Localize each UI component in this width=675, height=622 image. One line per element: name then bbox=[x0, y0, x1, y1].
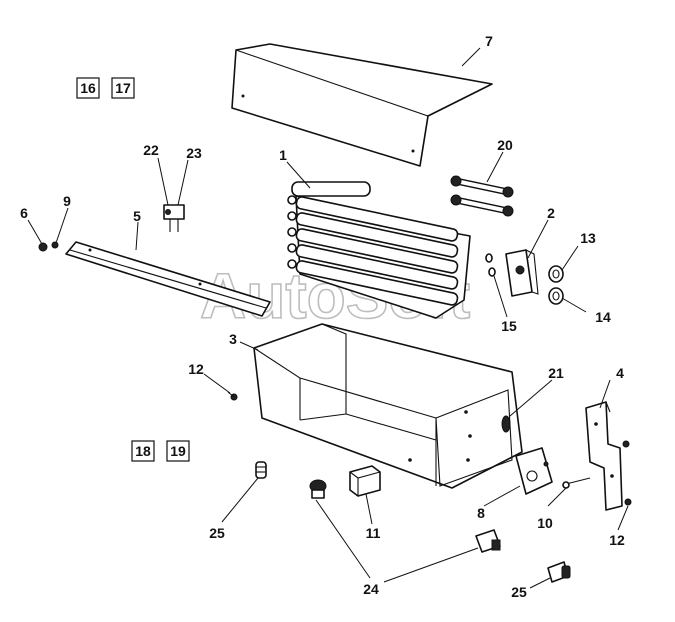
part-14-fitting bbox=[548, 287, 564, 305]
part-2-expansion-valve bbox=[505, 249, 539, 297]
callout-7: 7 bbox=[485, 33, 493, 49]
part-1-evaporator-coil bbox=[287, 181, 471, 319]
part-8-motor-bracket bbox=[515, 447, 553, 495]
part-15-o-rings bbox=[485, 253, 496, 277]
page-ref-box-17: 17 bbox=[111, 77, 135, 99]
part-25-drain-plug-left bbox=[255, 461, 267, 479]
callout-20: 20 bbox=[497, 137, 513, 153]
part-21-connector bbox=[501, 415, 511, 433]
part-12-screw-right bbox=[622, 440, 632, 506]
callout-8: 8 bbox=[477, 505, 485, 521]
page-ref-box-19: 19 bbox=[166, 440, 190, 462]
part-13-fitting bbox=[548, 265, 564, 283]
callout-9: 9 bbox=[63, 193, 71, 209]
page-ref-19: 19 bbox=[170, 443, 186, 459]
part-24-fitting-left bbox=[309, 479, 327, 499]
part-6-nut bbox=[38, 242, 48, 252]
callout-14: 14 bbox=[595, 309, 611, 325]
callout-3: 3 bbox=[229, 331, 237, 347]
page-ref-17: 17 bbox=[115, 80, 131, 96]
callout-12-right: 12 bbox=[609, 532, 625, 548]
callout-24: 24 bbox=[363, 581, 379, 597]
part-9-washer bbox=[51, 241, 59, 249]
part-4-bracket bbox=[585, 401, 623, 511]
part-3-housing bbox=[253, 323, 523, 489]
part-24-fitting-right bbox=[475, 529, 501, 553]
callout-21: 21 bbox=[548, 365, 564, 381]
callout-4: 4 bbox=[616, 365, 624, 381]
page-ref-18: 18 bbox=[135, 443, 151, 459]
callout-12-left: 12 bbox=[188, 361, 204, 377]
callout-2: 2 bbox=[547, 205, 555, 221]
part-11-relay bbox=[349, 465, 381, 497]
page-ref-box-16: 16 bbox=[76, 77, 100, 99]
callout-15: 15 bbox=[501, 318, 517, 334]
callout-10: 10 bbox=[537, 515, 553, 531]
callout-1: 1 bbox=[279, 147, 287, 163]
callout-22: 22 bbox=[143, 142, 159, 158]
callout-23: 23 bbox=[186, 145, 202, 161]
part-12-screw-left bbox=[227, 391, 238, 401]
part-10-pin bbox=[562, 477, 591, 489]
leader-lines bbox=[27, 47, 629, 589]
page-ref-box-18: 18 bbox=[131, 440, 155, 462]
part-5-rail bbox=[65, 241, 271, 317]
part-25-drain-plug-right bbox=[547, 561, 571, 583]
callout-25-left: 25 bbox=[209, 525, 225, 541]
callout-6: 6 bbox=[20, 205, 28, 221]
callout-13: 13 bbox=[580, 230, 596, 246]
page-ref-16: 16 bbox=[80, 80, 96, 96]
part-22-23-thermostat bbox=[163, 204, 185, 232]
part-7-cover bbox=[231, 43, 493, 167]
callout-25-right: 25 bbox=[511, 584, 527, 600]
part-20-pipes bbox=[450, 175, 514, 217]
callout-5: 5 bbox=[133, 208, 141, 224]
callout-11: 11 bbox=[366, 525, 381, 541]
